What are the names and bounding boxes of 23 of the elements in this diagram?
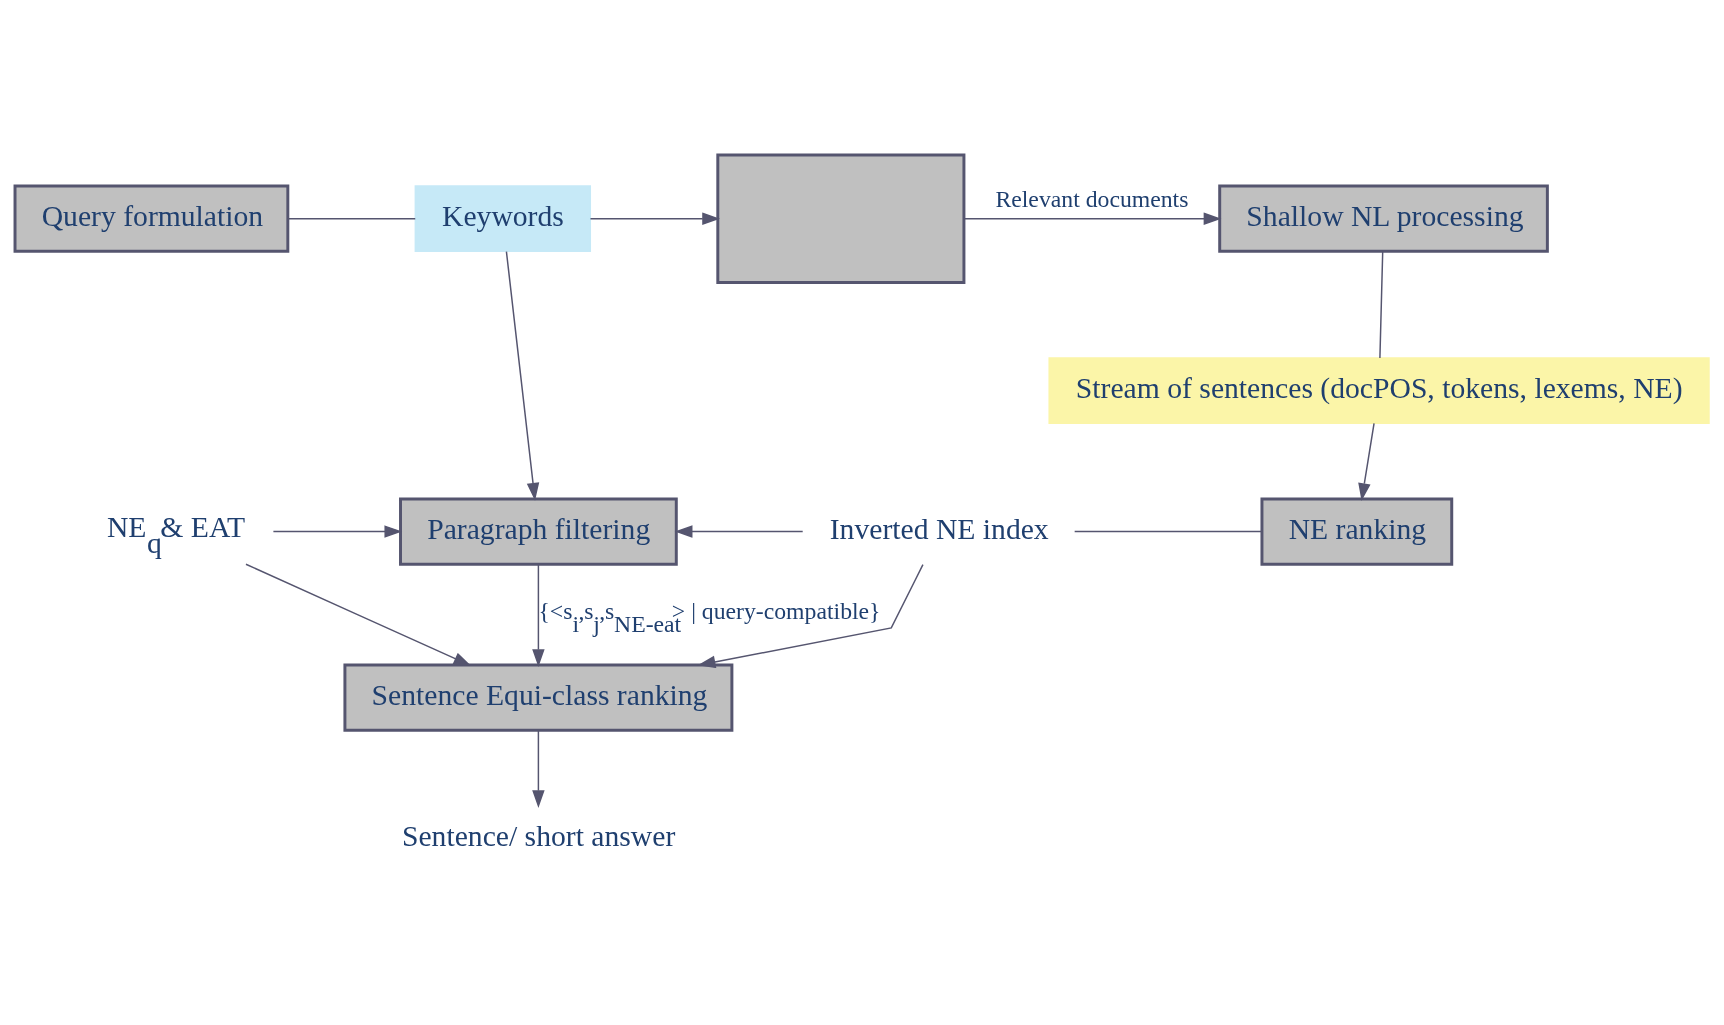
- connector: [1379, 250, 1384, 359]
- arrow: [674, 524, 804, 538]
- node-box: NE ranking: [1260, 496, 1454, 566]
- node-box: Keywords: [414, 184, 592, 252]
- connector: [287, 217, 416, 219]
- node-box: Stream of sentences (docPOS, tokens, lexems, NE): [1048, 356, 1710, 424]
- arrow: [245, 563, 472, 666]
- node-box: Sentence Equi-class ranking: [343, 663, 734, 732]
- node-text: Sentence/ short answer: [402, 819, 676, 852]
- node-box: Query formulation: [13, 184, 290, 253]
- arrow: [532, 729, 545, 808]
- arrow: [532, 563, 545, 667]
- node-box: Paragraph filtering: [399, 496, 678, 566]
- arrow: [505, 250, 540, 501]
- node-box: Shallow NL processing: [1218, 184, 1549, 253]
- arrow: [1358, 422, 1375, 501]
- edge-label: Relevant documents: [995, 185, 1189, 212]
- arrow: [697, 563, 924, 668]
- arrow: [589, 211, 721, 225]
- node-box: [716, 152, 966, 284]
- connector: [1073, 530, 1263, 532]
- arrow: [963, 211, 1222, 225]
- node-text: Inverted NE index: [829, 512, 1049, 545]
